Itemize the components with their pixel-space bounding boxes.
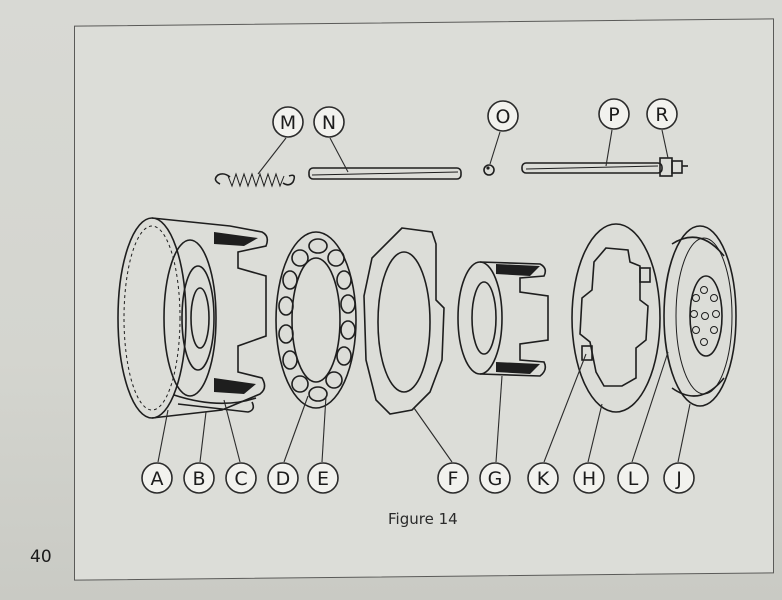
callout-O-label: O (496, 106, 511, 128)
callout-N: N (313, 106, 345, 138)
callout-O: O (487, 100, 519, 132)
callout-B-label: B (192, 468, 205, 490)
leader-lines (157, 129, 691, 463)
callout-R: R (646, 98, 678, 130)
callout-E-label: E (317, 468, 329, 490)
callout-H: H (573, 462, 605, 494)
callout-C: C (225, 462, 257, 494)
figure-caption: Figure 14 (388, 510, 458, 528)
callout-L: L (617, 462, 649, 494)
part-steel-plate (571, 223, 661, 413)
callout-L-label: L (628, 468, 639, 490)
callout-P-label: P (608, 104, 619, 126)
part-spring (214, 172, 296, 188)
callout-J: J (663, 462, 695, 494)
part-rod (308, 167, 462, 180)
part-push-rod (521, 157, 688, 177)
page-number: 40 (30, 547, 52, 567)
callout-N-label: N (322, 112, 336, 134)
callout-J-label: J (675, 468, 682, 490)
part-clutch-drum (117, 217, 269, 419)
part-roller-bearing (275, 231, 357, 409)
callout-M: M (272, 106, 304, 138)
callout-A-label: A (151, 468, 164, 490)
callout-G: G (479, 462, 511, 494)
callout-A: A (141, 462, 173, 494)
callout-P: P (598, 98, 630, 130)
part-ball (483, 164, 495, 176)
part-friction-plate (363, 227, 445, 415)
callout-D-label: D (276, 468, 291, 490)
callout-B: B (183, 462, 215, 494)
callout-D: D (267, 462, 299, 494)
part-inner-hub (457, 261, 549, 377)
callout-H-label: H (582, 468, 596, 490)
callout-C-label: C (234, 468, 247, 490)
callout-G-label: G (488, 468, 503, 490)
callout-K: K (527, 462, 559, 494)
part-pressure-plate (663, 225, 737, 407)
callout-R-label: R (655, 104, 668, 126)
callout-K-label: K (537, 468, 550, 490)
callout-F-label: F (448, 468, 459, 490)
callout-E: E (307, 462, 339, 494)
callout-F: F (437, 462, 469, 494)
callout-M-label: M (280, 112, 296, 134)
